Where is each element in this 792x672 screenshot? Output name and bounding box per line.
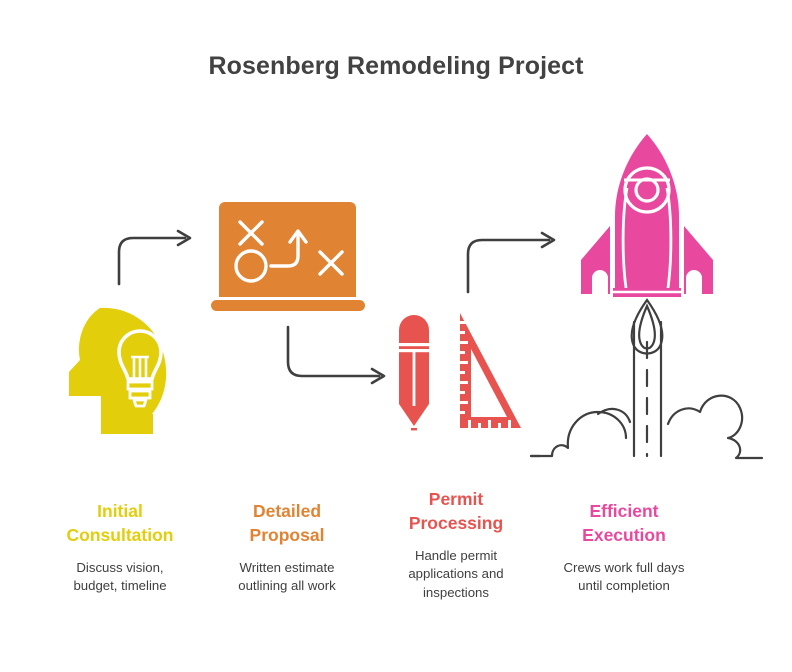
stage-heading-line: Efficient: [589, 501, 659, 521]
stage-heading-line: Proposal: [249, 524, 325, 545]
stage-captions: Initial Consultation Discuss vision, bud…: [0, 489, 792, 640]
stage-heading-detailed-proposal: Detailed Proposal: [205, 500, 369, 547]
stage-heading-efficient-execution: Efficient Execution: [541, 500, 707, 547]
stage-description-line: Written estimate: [239, 560, 335, 576]
stage-description-line: outlining all work: [238, 578, 336, 594]
rocket-launch-icon: [529, 134, 764, 460]
stage-heading-line: Initial: [97, 501, 143, 521]
stage-description-line: until completion: [578, 578, 670, 594]
stage-column-efficient-execution: Efficient Execution Crews work full days…: [541, 500, 707, 596]
stage-description-efficient-execution: Crews work full days until completion: [541, 559, 707, 595]
stage-column-permit-processing: Permit Processing Handle permit applicat…: [374, 488, 538, 602]
arrow-stage3-to-stage4: [466, 231, 556, 294]
stage-heading-line: Consultation: [66, 524, 174, 545]
page-title: Rosenberg Remodeling Project: [208, 52, 584, 80]
stage-column-detailed-proposal: Detailed Proposal Written estimate outli…: [205, 500, 369, 596]
arrow-stage2-to-stage3: [286, 325, 386, 385]
stage-description-line: Crews work full days: [563, 560, 685, 576]
pencil-ruler-icon: [399, 313, 521, 431]
stage-description-line: budget, timeline: [73, 578, 167, 594]
stage-description-permit-processing: Handle permit applications and inspectio…: [374, 547, 538, 602]
stage-description-initial-consultation: Discuss vision, budget, timeline: [38, 559, 202, 595]
stage-heading-permit-processing: Permit Processing: [374, 488, 538, 535]
stage-heading-line: Detailed: [252, 501, 322, 521]
stage-heading-line: Permit: [428, 489, 484, 509]
stage-heading-line: Execution: [582, 524, 666, 545]
stage-column-initial-consultation: Initial Consultation Discuss vision, bud…: [38, 500, 202, 596]
arrow-stage1-to-stage2: [117, 229, 192, 286]
stage-heading-initial-consultation: Initial Consultation: [38, 500, 202, 547]
head-lightbulb-icon: [69, 307, 167, 434]
stage-description-detailed-proposal: Written estimate outlining all work: [205, 559, 369, 595]
stage-description-line: applications and: [408, 566, 504, 582]
stage-description-line: Discuss vision,: [76, 560, 164, 576]
stage-description-line: inspections: [423, 584, 489, 600]
stage-heading-line: Processing: [408, 512, 504, 533]
laptop-strategy-icon: [211, 202, 365, 311]
stage-description-line: Handle permit: [414, 548, 498, 564]
